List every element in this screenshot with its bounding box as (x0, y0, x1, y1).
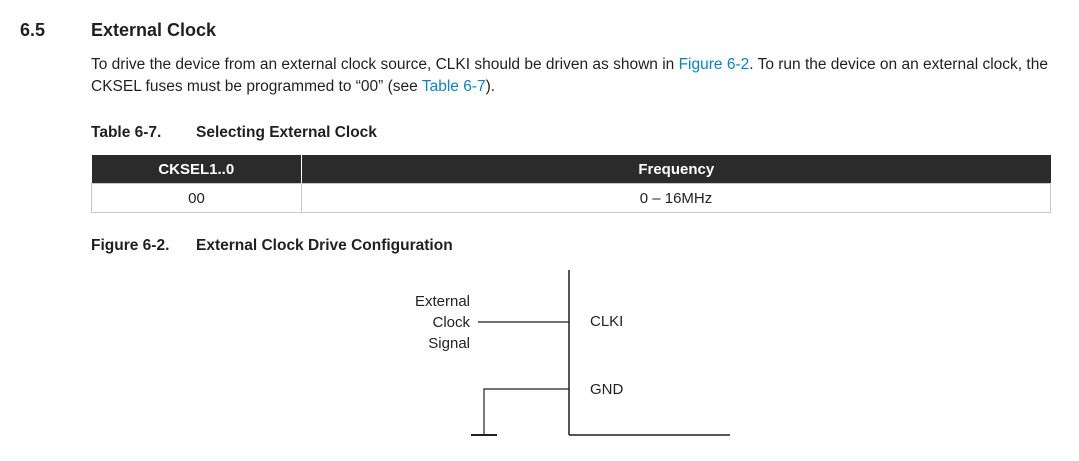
pin-clki-label: CLKI (590, 313, 623, 330)
table-row: 00 0 – 16MHz (91, 183, 1051, 213)
paragraph-text-3: ). (485, 78, 496, 95)
header-frequency: Frequency (301, 155, 1051, 184)
clock-selection-table: CKSEL1..0 Frequency 00 0 – 16MHz (91, 155, 1051, 213)
figure-6-2-link[interactable]: Figure 6-2 (678, 56, 750, 73)
ground-wire (483, 388, 569, 435)
figure-caption-title: External Clock Drive Configuration (196, 237, 453, 254)
section-number: 6.5 (20, 20, 46, 40)
signal-label-line-2: Clock (432, 314, 470, 331)
table-caption-label: Table 6-7. (91, 124, 162, 141)
table-caption-title: Selecting External Clock (196, 124, 377, 141)
body-paragraph: To drive the device from an external clo… (91, 54, 1051, 98)
clock-drive-diagram: External Clock Signal CLKI GND (415, 270, 730, 436)
header-cksel: CKSEL1..0 (91, 155, 302, 184)
table-caption: Table 6-7. Selecting External Clock (91, 124, 377, 142)
section-title: External Clock (91, 20, 217, 40)
paragraph-text-2: . To run the device on an external clock… (91, 56, 1048, 95)
cell-frequency-value: 0 – 16MHz (301, 183, 1051, 213)
paragraph-text-1: To drive the device from an external clo… (91, 56, 679, 73)
table-header-row: CKSEL1..0 Frequency (91, 155, 1051, 184)
cell-cksel-value: 00 (91, 183, 302, 213)
figure-caption-label: Figure 6-2. (91, 237, 170, 254)
figure-caption: Figure 6-2. External Clock Drive Configur… (91, 237, 453, 255)
pin-gnd-label: GND (590, 381, 624, 398)
table-6-7-link[interactable]: Table 6-7 (421, 78, 486, 95)
signal-label-line-3: Signal (428, 335, 470, 352)
signal-label-line-1: External (415, 293, 470, 310)
